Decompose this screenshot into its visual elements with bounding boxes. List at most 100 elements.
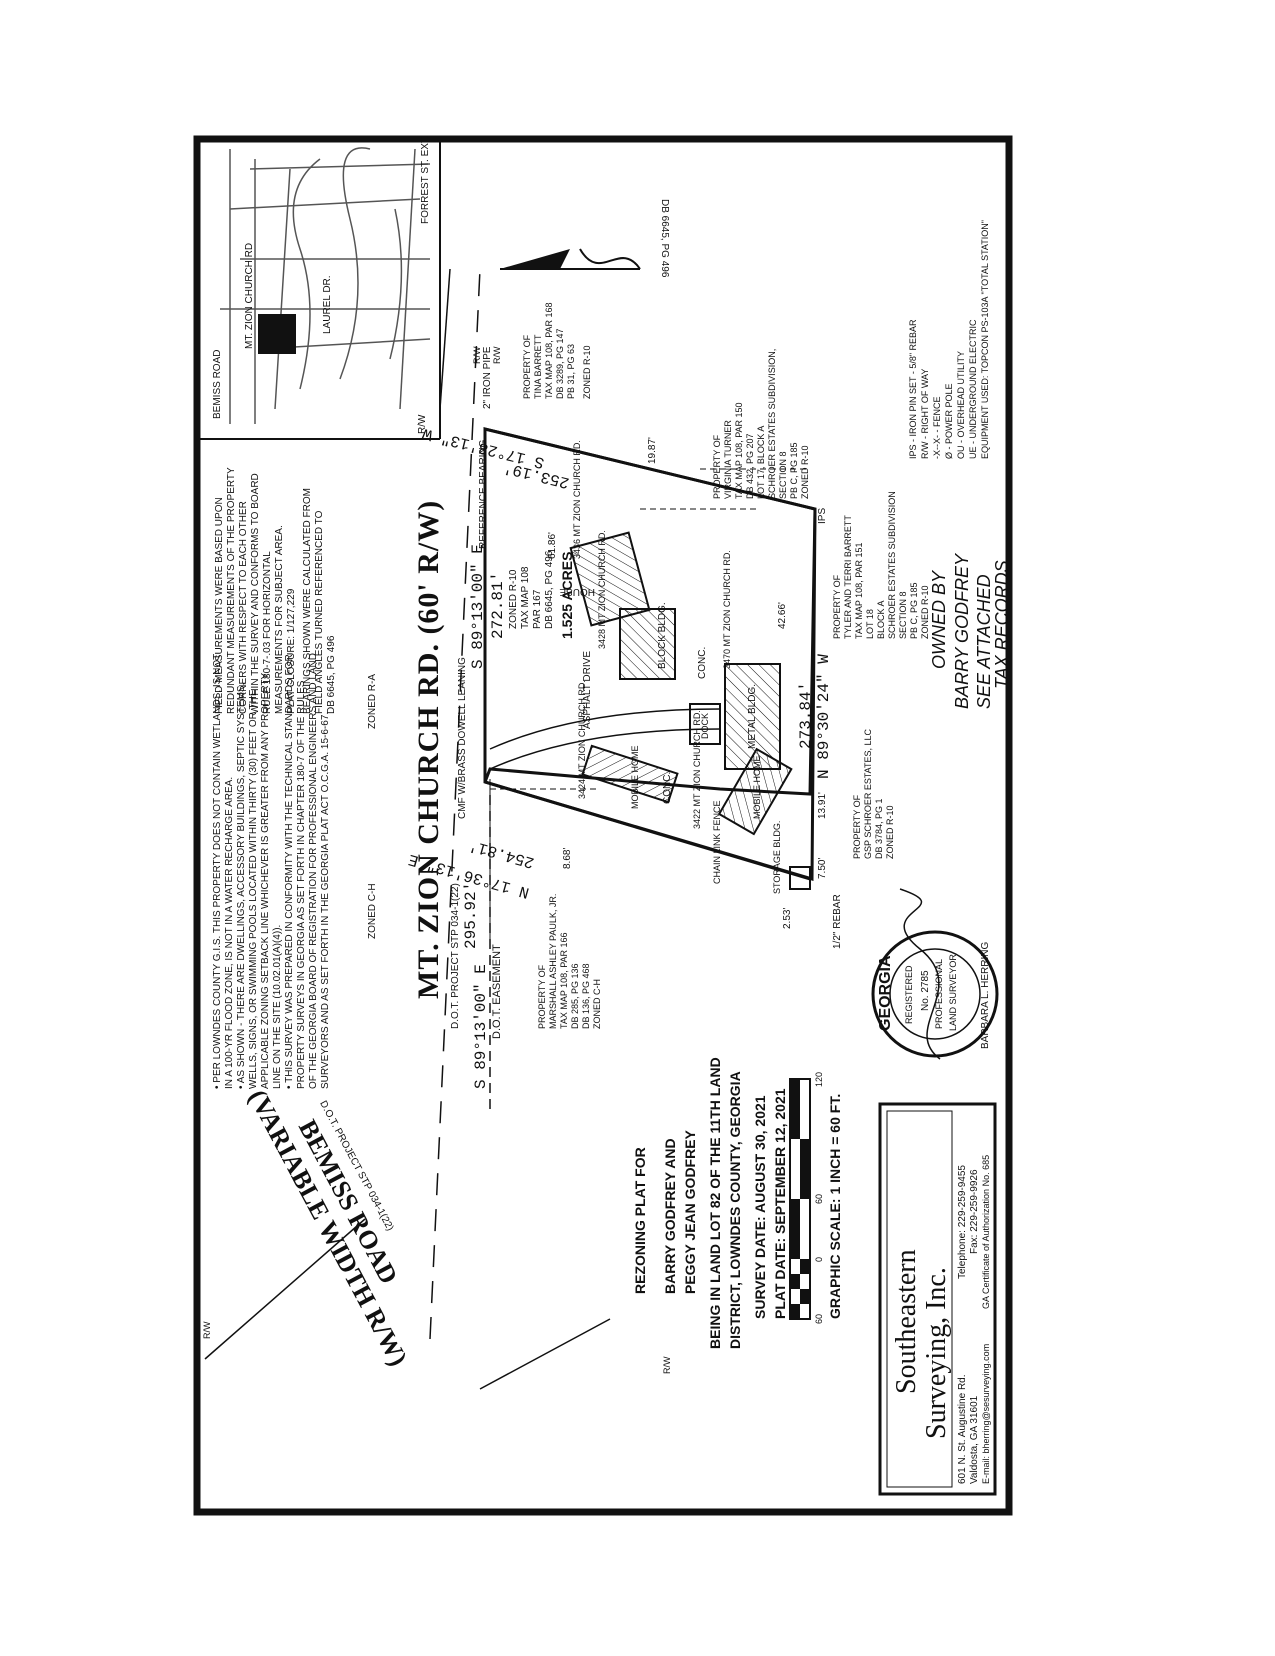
- legend-1: IPS - IRON PIN SET - 5/8" REBAR: [908, 319, 918, 459]
- legend-2: R/W - RIGHT OF WAY: [920, 369, 930, 459]
- house-label: HOUSE: [559, 586, 595, 597]
- addr-3428: 3428 MT ZION CHURCH RD.: [597, 530, 607, 649]
- mobile-home-1-label: MOBILE HOME: [630, 745, 640, 809]
- adjoiner-paulk: PROPERTY OF MARSHALL ASHLEY PAULK, JR. T…: [537, 894, 602, 1029]
- title-line-3: PEGGY JEAN GODFREY: [682, 1129, 698, 1294]
- adj-turner-6: SCHROER ESTATES SUBDIVISION,: [767, 349, 777, 499]
- note-line-6: LINE ON THE SITE (10.02.01(A)(4)).: [272, 925, 283, 1089]
- scale-tick-3: 120: [814, 1072, 824, 1087]
- scale-tick-2: 60: [814, 1194, 824, 1204]
- north-distance: 272.81': [489, 572, 507, 639]
- rw-label-2: R/W: [662, 1356, 672, 1374]
- adj-tyler-2: TYLER AND TERRI BARRETT: [843, 515, 853, 639]
- offset-6: 2.53': [782, 908, 793, 929]
- company-block: Southeastern Surveying, Inc. 601 N. St. …: [878, 1102, 997, 1496]
- seal-professional: PROFESSIONAL: [934, 959, 944, 1029]
- adj-turner-8: PB C, PG 185: [789, 442, 799, 499]
- adj-turner-9: ZONED R-10: [800, 445, 810, 499]
- rw-label-3: R/W: [472, 346, 482, 364]
- adjoiner-gsp: PROPERTY OF GSP SCHROER ESTATES, LLC DB …: [852, 728, 895, 859]
- seal-state: GEORGIA: [877, 955, 894, 1031]
- adj-paulk-5: DB 136, PG 468: [581, 963, 591, 1029]
- offset-5: 7.50': [817, 858, 828, 879]
- title-line-2: BARRY GODFREY AND: [662, 1138, 678, 1294]
- company-fax: Fax: 229-259-9926: [969, 1169, 980, 1254]
- cmf-label: CMF W/BRASS DOWELL LEANING: [457, 657, 468, 819]
- adj-tyler-5: BLOCK A: [876, 600, 886, 639]
- field-note-10: DB 6645, PG 496: [326, 635, 337, 714]
- general-notes: • PER LOWNDES COUNTY G.I.S. THIS PROPERT…: [212, 653, 331, 1089]
- adj-paulk-6: ZONED C-H: [592, 979, 602, 1029]
- adj-barrett-4: DB 3289, PG 147: [555, 328, 565, 399]
- legend: IPS - IRON PIN SET - 5/8" REBAR R/W - RI…: [908, 220, 990, 459]
- note-line-7: • THIS SURVEY WAS PREPARED IN CONFORMITY…: [284, 654, 295, 1089]
- adj-paulk-3: TAX MAP 108, PAR 166: [559, 932, 569, 1029]
- company-name-1: Southeastern: [891, 1249, 922, 1394]
- offset-4: 13.91': [817, 792, 828, 819]
- note-line-2: IN A 100-YR FLOOD ZONE, IS NOT IN A WATE…: [224, 777, 235, 1089]
- field-note-5: RULE 180-7-.03 FOR HORIZONTAL: [262, 551, 273, 714]
- vicinity-map: MT. ZION CHURCH RD FORREST ST. EXT. BEMI…: [200, 135, 441, 440]
- vicinity-road-laurel: LAUREL DR.: [322, 275, 333, 334]
- block-bldg: [619, 608, 676, 680]
- addr-3422: 3422 MT ZION CHURCH RD.: [692, 710, 702, 829]
- offset-1: 61.86': [547, 532, 558, 559]
- field-note-9: FIELD ANGLES TURNED REFERENCED TO: [314, 510, 325, 714]
- north-arrow-ref: DB 6645, PG 496: [659, 199, 670, 278]
- adj-turner-1: PROPERTY OF: [712, 434, 722, 499]
- hand-3: SEE ATTACHED: [974, 574, 994, 709]
- adjoiner-turner: PROPERTY OF VIRGINIA TURNER TAX MAP 108,…: [712, 349, 810, 499]
- seal-registered: REGISTERED: [904, 965, 914, 1024]
- subject-acres: 1.525 ACRES: [559, 552, 575, 639]
- dot-easement-label: D.O.T. EASEMENT: [491, 944, 503, 1039]
- field-notes: FIELD MEASUREMENTS WERE BASED UPON REDUN…: [214, 467, 337, 714]
- field-note-7: PLAT CLOSURE: 1/127,229: [286, 588, 297, 714]
- adj-gsp-2: GSP SCHROER ESTATES, LLC: [863, 728, 873, 859]
- adj-paulk-1: PROPERTY OF: [537, 964, 547, 1029]
- plat-date: PLAT DATE: SEPTEMBER 12, 2021: [772, 1088, 788, 1319]
- title-line-5: DISTRICT, LOWNDES COUNTY, GEORGIA: [727, 1071, 743, 1349]
- adj-turner-3: TAX MAP 108, PAR 150: [734, 402, 744, 499]
- company-addr-2: Valdosta, GA 31601: [969, 1395, 980, 1484]
- outer-border: [193, 135, 1013, 1516]
- note-line-4: WELLS, SIGNS, OR SWIMMING POOLS LOCATED …: [248, 689, 259, 1089]
- note-line-1: • PER LOWNDES COUNTY G.I.S. THIS PROPERT…: [212, 654, 223, 1089]
- legend-7: EQUIPMENT USED: TOPCON PS-103A "TOTAL ST…: [980, 220, 990, 459]
- note-line-5: APPLICABLE ZONING SETBACK LINE WHICHEVER…: [260, 672, 271, 1089]
- adj-barrett-6: ZONED R-10: [582, 345, 592, 399]
- conc-label: CONC.: [697, 647, 708, 679]
- seal-name: BARBARA L. HERRING: [980, 942, 991, 1049]
- legend-5: OU - OVERHEAD UTILITY: [956, 351, 966, 459]
- title-line-4: BEING IN LAND LOT 82 OF THE 11TH LAND: [707, 1057, 723, 1349]
- note-line-9: OF THE GEORGIA BOARD OF REGISTRATION FOR…: [308, 653, 319, 1089]
- graphic-scale-bar: 60 0 60 120: [789, 1072, 824, 1324]
- legend-6: UE - UNDERGROUND ELECTRIC: [968, 319, 978, 459]
- adj-turner-4: DB 432, PG 207: [745, 433, 755, 499]
- adj-gsp-1: PROPERTY OF: [852, 794, 862, 859]
- adj-tyler-1: PROPERTY OF: [832, 574, 842, 639]
- conc2-label: CONC.: [662, 772, 673, 804]
- parcel-outline: [483, 427, 817, 882]
- adj-barrett-2: TINA BARRETT: [533, 334, 543, 399]
- adj-barrett-3: TAX MAP 108, PAR 168: [544, 302, 554, 399]
- ips-label: IPS: [817, 508, 828, 524]
- field-note-8: BEARINGS SHOWN WERE CALCULATED FROM: [302, 488, 313, 714]
- survey-date: SURVEY DATE: AUGUST 30, 2021: [752, 1095, 768, 1319]
- note-line-3: • AS SHOWN - THERE ARE DWELLINGS, ACCESS…: [236, 683, 247, 1089]
- fence-lines: [490, 468, 810, 790]
- hand-2: BARRY GODFREY: [952, 552, 972, 709]
- adjoiner-tyler: PROPERTY OF TYLER AND TERRI BARRETT TAX …: [832, 491, 930, 639]
- adj-paulk-4: DB 285, PG 136: [570, 963, 580, 1029]
- note-line-8: PROPERTY SURVEYS IN GEORGIA AS SET FORTH…: [296, 680, 307, 1089]
- storage-bldg: [789, 866, 811, 890]
- zoned-ra-label: ZONED R-A: [367, 674, 378, 729]
- addr-3470: 3470 MT ZION CHURCH RD.: [722, 550, 732, 669]
- rotated-drawing: MT. ZION CHURCH RD FORREST ST. EXT. BEMI…: [200, 135, 1012, 1496]
- scale-tick-1: 0: [814, 1257, 824, 1262]
- field-note-3: CORNERS WITH RESPECT TO EACH OTHER: [238, 501, 249, 714]
- storage-label: STORAGE BLDG.: [772, 821, 782, 894]
- rw-label-4: R/W: [492, 346, 502, 364]
- adj-barrett-5: PB 31, PG 63: [566, 344, 576, 399]
- mt-zion-road-label: MT. ZION CHURCH RD. (60' R/W): [412, 500, 445, 999]
- legend-3: -X--X- - FENCE: [932, 397, 942, 460]
